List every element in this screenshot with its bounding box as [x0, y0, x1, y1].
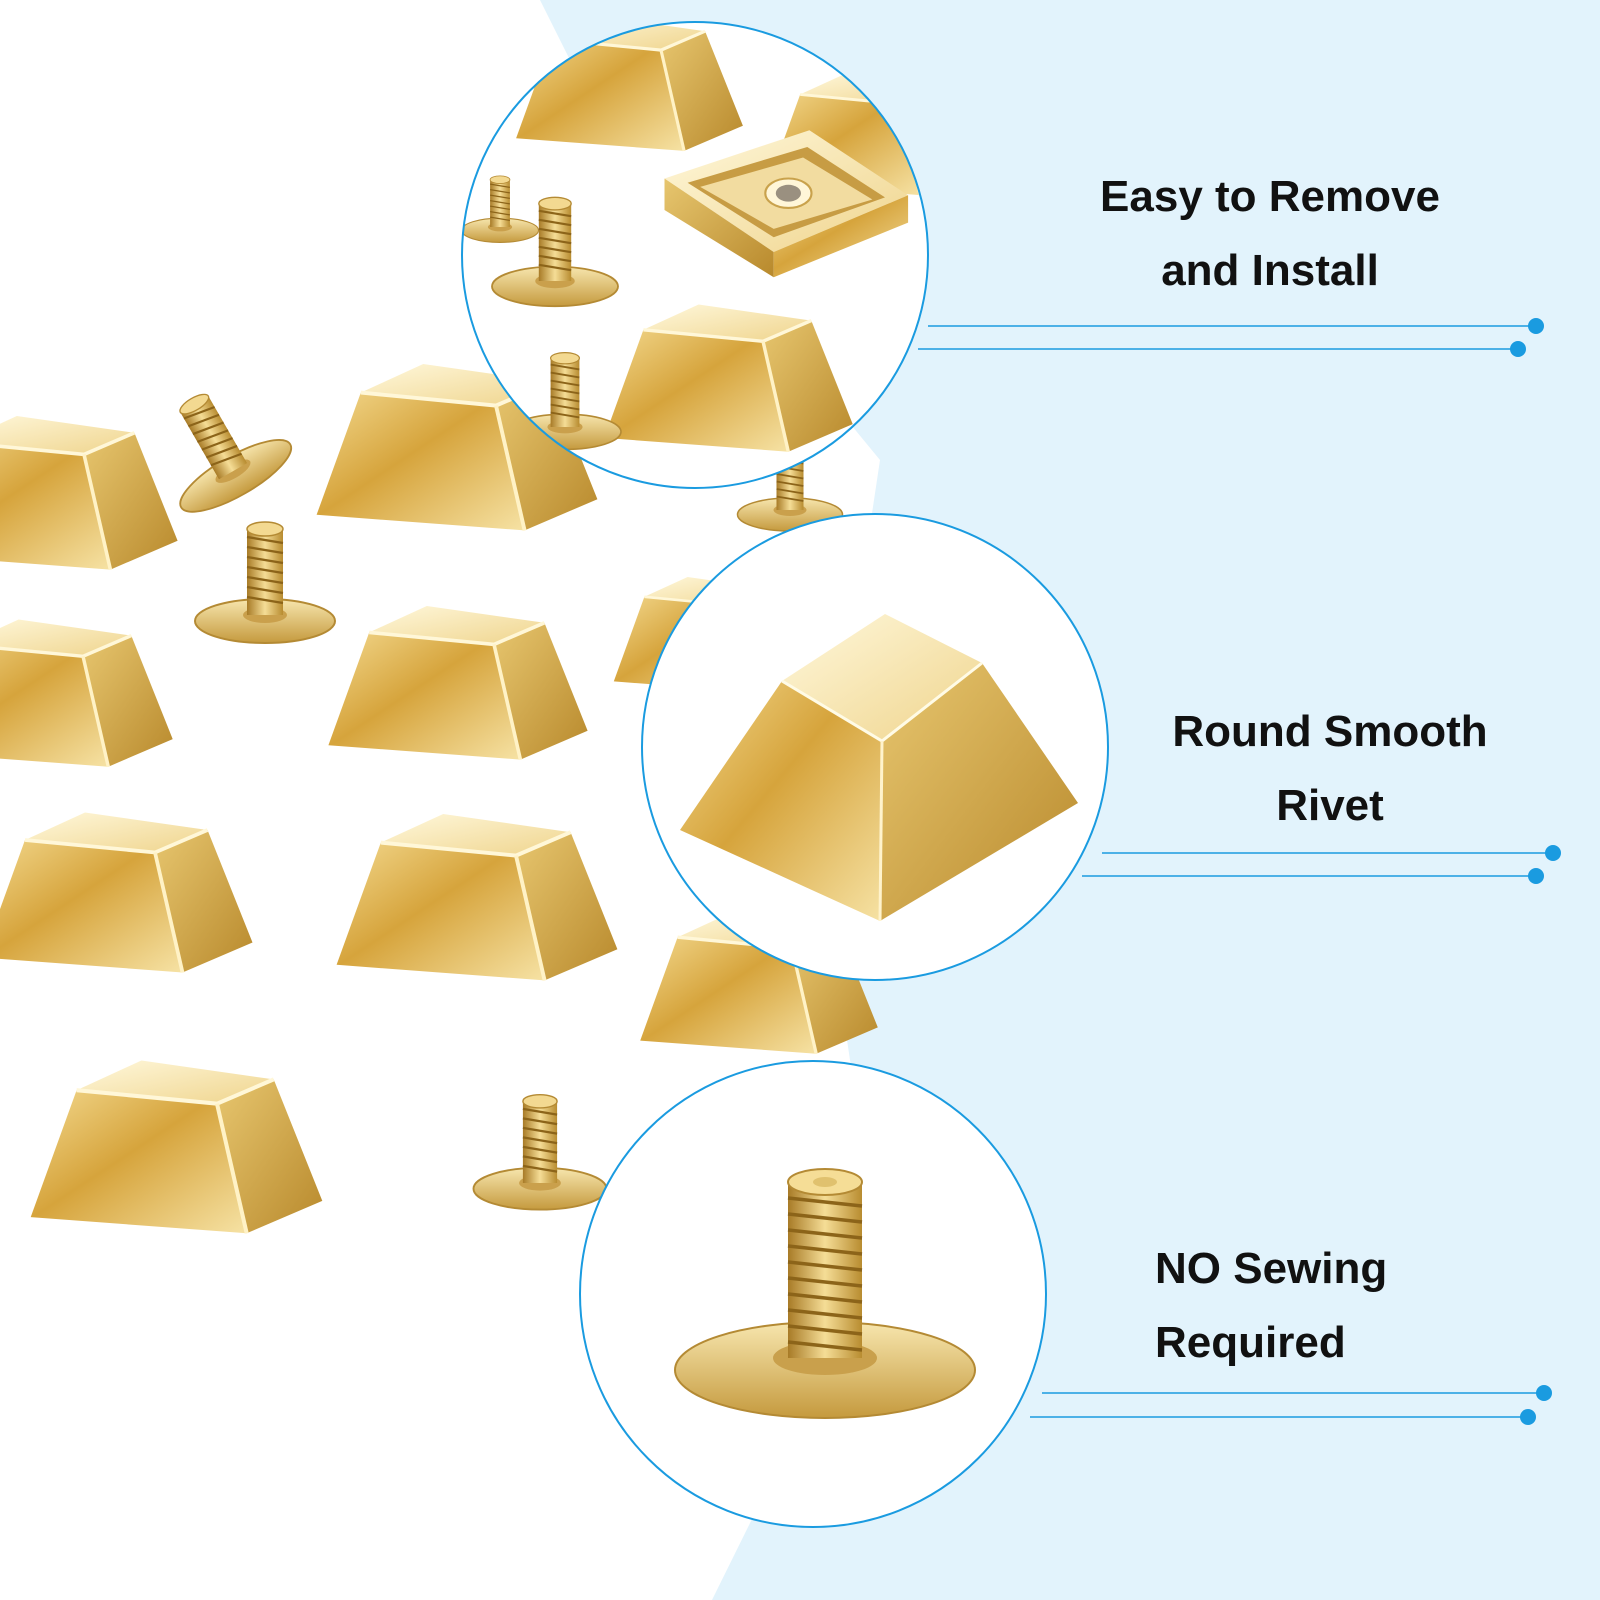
- feature-line2: and Install: [1161, 246, 1379, 295]
- callout-line-1: [918, 318, 1544, 357]
- callout-line-3: [1030, 1385, 1552, 1425]
- feature-line1: Round Smooth: [1172, 707, 1488, 756]
- feature-line1: NO Sewing: [1155, 1244, 1388, 1293]
- feature-line2: Rivet: [1276, 781, 1384, 830]
- feature-line2: Required: [1155, 1318, 1346, 1367]
- feature-line1: Easy to Remove: [1100, 172, 1440, 221]
- feature-label-easy-to-remove: Easy to Remove and Install: [1050, 160, 1490, 308]
- square-rivet-cap-closeup-icon: [641, 513, 1109, 981]
- feature-label-round-smooth: Round Smooth Rivet: [1140, 695, 1520, 843]
- feature-label-no-sewing: NO Sewing Required: [1155, 1232, 1455, 1380]
- disassembled-rivet-closeup-icon: [461, 21, 929, 489]
- threaded-screw-post-closeup-icon: [579, 1060, 1047, 1528]
- callout-line-2: [1082, 845, 1561, 884]
